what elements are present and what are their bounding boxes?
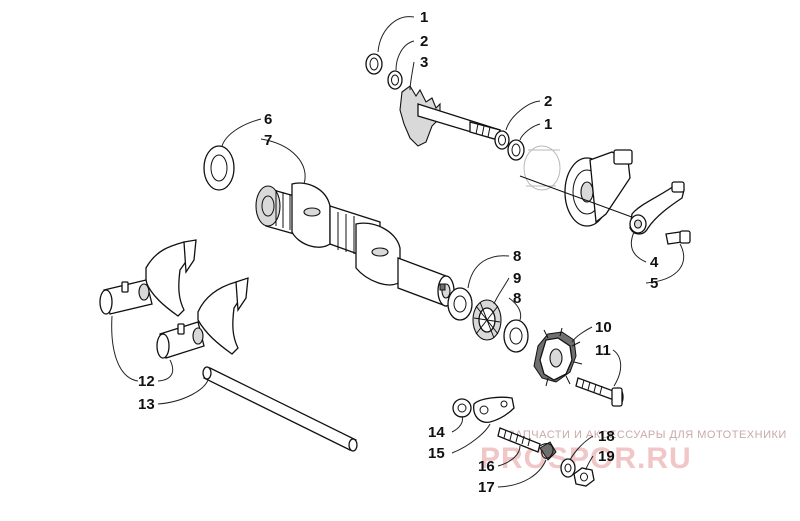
callout-9: 9: [513, 270, 521, 287]
nut-19: [573, 467, 595, 487]
watermark-tagline: ЗАПЧАСТИ И АКСЕССУАРЫ ДЛЯ МОТОТЕХНИКИ: [508, 429, 787, 441]
ring-2-lower: [494, 130, 510, 150]
shift-shaft-gear-assembly: [365, 53, 525, 161]
washer-1-top: [365, 53, 383, 75]
callout-8-lower: 8: [513, 290, 521, 307]
callout-19: 19: [598, 448, 615, 465]
washer-1-lower: [507, 139, 525, 161]
callout-10: 10: [595, 319, 612, 336]
bracket-15: [473, 396, 515, 423]
callout-6: 6: [264, 111, 272, 128]
shift-drum-7: [255, 182, 455, 307]
shift-fork-12-left: [99, 239, 197, 317]
shift-drum-index-star-10: [533, 327, 583, 387]
callout-16: 16: [478, 458, 495, 475]
shift-stopper-lever: [629, 181, 691, 245]
callout-8-upper: 8: [513, 248, 521, 265]
washer-8-upper: [447, 287, 473, 321]
callout-17: 17: [478, 479, 495, 496]
callout-12: 12: [138, 373, 155, 390]
callout-1-lower: 1: [544, 116, 552, 133]
ring-2-top: [387, 70, 403, 90]
housing-ghost: [519, 145, 641, 227]
callout-7: 7: [264, 132, 272, 149]
spring-17: [539, 441, 557, 461]
shift-fork-12-right: [156, 277, 249, 359]
fork-shaft-13: [202, 366, 358, 452]
callout-5: 5: [650, 275, 658, 292]
callout-3: 3: [420, 54, 428, 71]
stud-16: [497, 427, 541, 453]
callout-18: 18: [598, 428, 615, 445]
watermark: ЗАПЧАСТИ И АКСЕССУАРЫ ДЛЯ МОТОТЕХНИКИ PR…: [480, 429, 787, 475]
callout-13: 13: [138, 396, 155, 413]
washer-14: [452, 398, 472, 418]
star-washer-9: [472, 299, 502, 341]
washer-8-lower: [503, 319, 529, 353]
callout-15: 15: [428, 445, 445, 462]
callout-4: 4: [650, 254, 659, 271]
callout-1-top: 1: [420, 9, 428, 26]
callout-2-top: 2: [420, 33, 428, 50]
leader-lines: [111, 16, 685, 488]
callout-14: 14: [428, 424, 445, 441]
washer-6: [203, 145, 235, 191]
washer-18: [560, 458, 576, 478]
callout-2-lower: 2: [544, 93, 552, 110]
callout-labels: 1 2 3 2 1 6 7 8 9 8 10 11 4 5 12 13 14 1…: [138, 9, 659, 496]
index-bolt-11: [575, 377, 624, 407]
callout-11: 11: [595, 342, 611, 359]
